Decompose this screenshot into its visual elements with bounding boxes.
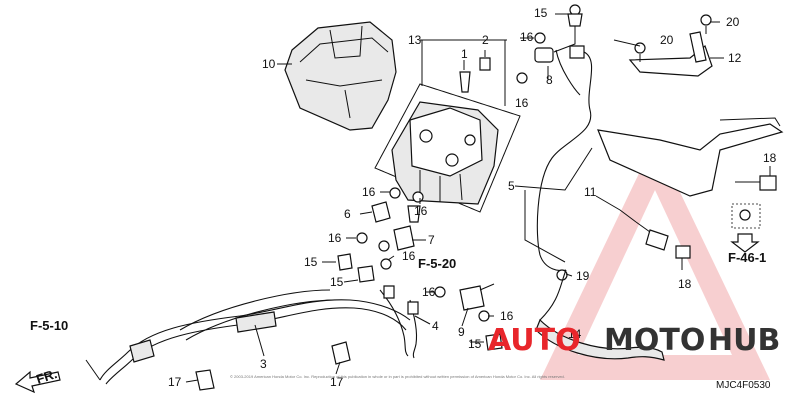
callout-16-b: 16 [414,204,428,218]
part-14-hose [535,269,665,361]
part-8-joint [516,4,585,84]
ref-f461: F-46-1 [728,250,766,265]
part-5-brake-pipe [536,49,593,272]
ref-fr: FR. [34,366,59,387]
part-17-clamp-center [331,341,351,365]
callout-17-center: 17 [330,375,344,389]
callout-20-right: 20 [726,15,740,29]
leader-lines [185,13,771,383]
callout-18-lower: 18 [678,277,692,291]
washers-16-left [356,232,490,322]
part-18-bolt-lower [675,245,691,270]
part-1-sensor [459,60,471,93]
part-4-brake-hose [179,285,419,359]
callout-13: 13 [408,33,422,47]
part-7-joint [393,191,424,251]
callout-16-f: 16 [500,309,514,323]
abs-modulator-body [391,101,499,205]
watermark-triangle [540,140,770,380]
callout-16-mid: 16 [515,96,529,110]
callout-16-a: 16 [362,185,376,199]
reference-labels: F-5-10 F-5-20 F-46-1 FR. [30,250,766,387]
watermark-hub: HUB [708,323,780,358]
callout-1: 1 [461,47,468,61]
callout-14: 14 [568,327,582,341]
diagram-code: MJC4F0530 [716,380,771,391]
callout-12: 12 [728,51,742,65]
callout-2: 2 [482,33,489,47]
callout-8: 8 [546,73,553,87]
callout-15-b: 15 [330,275,344,289]
callout-3: 3 [260,357,267,371]
watermark-auto: AUTO [488,323,581,358]
callout-16-c: 16 [328,231,342,245]
callout-4: 4 [432,319,439,333]
ref-f520: F-5-20 [418,256,456,271]
watermark-moto: MOTO [604,323,705,358]
callout-6: 6 [344,207,351,221]
watermark-text: AUTO MOTO HUB [488,323,780,358]
callout-16-e: 16 [422,285,436,299]
callout-10: 10 [262,57,276,71]
part-12-bracket [597,14,784,197]
hose-clamp-joint [635,221,669,251]
front-direction-arrow [14,370,61,394]
part-2-bolt [479,50,491,71]
f46-box [730,203,761,253]
callout-19: 19 [576,269,590,283]
ref-f510: F-5-10 [30,318,68,333]
callout-numbers: 10 13 1 2 15 16 8 16 20 20 12 18 5 11 16… [168,6,777,389]
part-9-joint [459,269,568,311]
callout-7: 7 [428,233,435,247]
callout-15-a: 15 [304,255,318,269]
callout-15-top: 15 [534,6,548,20]
copyright-text: © 2003-2019 American Honda Motor Co. Inc… [230,374,565,379]
callout-16-top: 16 [520,30,534,44]
part-6-joint [371,187,401,223]
callout-5: 5 [508,179,515,193]
part-3-brake-hose [85,299,411,385]
callout-18-right: 18 [763,151,777,165]
bolts-15-left [337,253,503,351]
callout-16-d: 16 [402,249,416,263]
part-10-cover [284,21,397,131]
part-18-bolt-right [735,175,777,191]
callout-9: 9 [458,325,465,339]
callout-20-left: 20 [660,33,674,47]
callout-11: 11 [584,185,597,199]
part-17-clamp-left [195,369,215,391]
callout-15-c: 15 [468,337,482,351]
callout-17-left: 17 [168,375,182,389]
